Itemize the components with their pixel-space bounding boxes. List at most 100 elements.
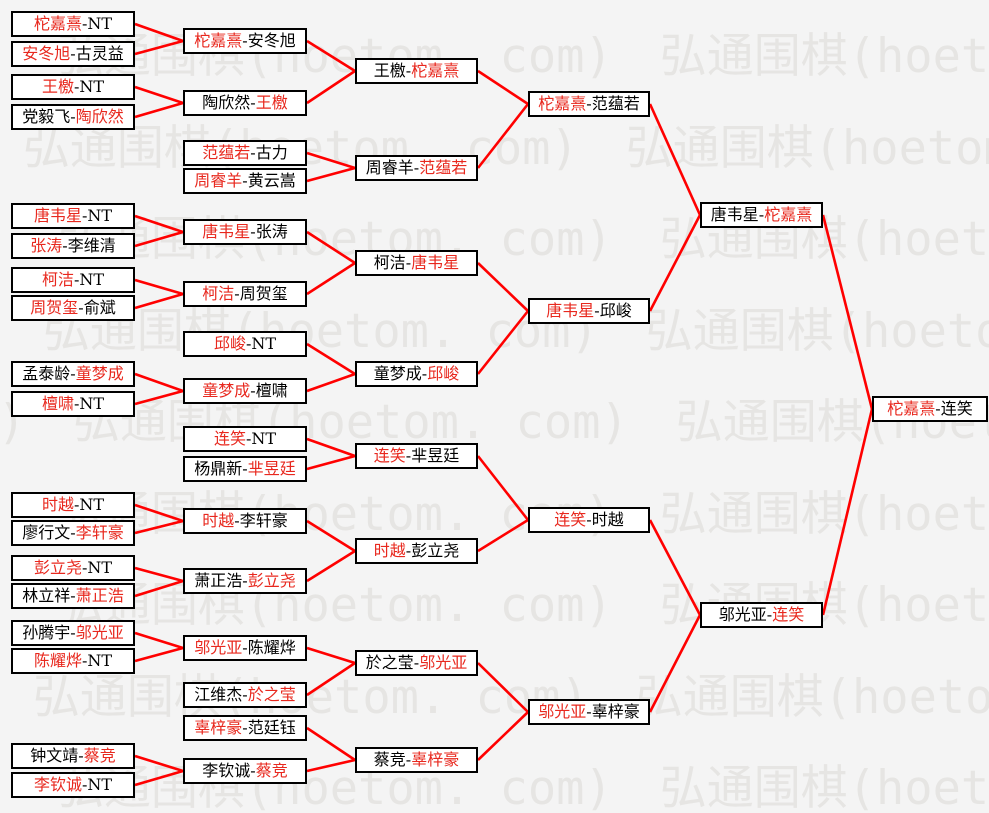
player-name-2: 陶欣然 [75, 107, 124, 126]
player-name-2: NT [87, 558, 113, 577]
match-box-a2: 安冬旭-古灵益 [11, 41, 135, 67]
match-box-b10: 杨鼎新-芈昱廷 [183, 456, 307, 482]
match-box-b14: 江维杰-於之莹 [183, 682, 307, 708]
match-box-a6: 张涛-李维清 [11, 233, 135, 259]
connector-line [134, 372, 184, 393]
player-name-2: 辜梓豪 [411, 750, 460, 769]
match-box-c8: 蔡竞-辜梓豪 [355, 747, 478, 773]
match-box-b4: 周睿羊-黄云嵩 [183, 168, 307, 194]
player-name-1: 於之莹 [365, 653, 414, 672]
separator-dash: - [70, 623, 76, 642]
separator-dash: - [242, 638, 248, 657]
match-box-c2: 周睿羊-范蕴若 [355, 155, 478, 181]
player-name-1: 檀啸 [41, 394, 74, 413]
player-name-2: 芈昱廷 [411, 446, 460, 465]
player-name-1: 周贺玺 [30, 298, 79, 317]
player-name-1: 时越 [373, 541, 406, 560]
separator-dash: - [81, 558, 88, 577]
player-name-1: 邬光亚 [194, 638, 243, 657]
separator-dash: - [73, 270, 80, 289]
connector-line [477, 711, 529, 761]
connector-line [648, 103, 702, 216]
player-name-2: 邬光亚 [419, 653, 468, 672]
separator-dash: - [62, 236, 68, 255]
match-box-c1: 王檄-柁嘉熹 [355, 58, 478, 84]
connector-line [821, 408, 874, 616]
separator-dash: - [935, 399, 941, 418]
separator-dash: - [70, 586, 76, 605]
separator-dash: - [70, 107, 76, 126]
match-box-a11: 时越-NT [11, 492, 135, 518]
player-name-1: 连笑 [373, 446, 406, 465]
player-name-1: 柁嘉熹 [887, 399, 936, 418]
separator-dash: - [73, 77, 80, 96]
player-name-1: 童梦成 [373, 364, 422, 383]
match-box-a18: 李钦诚-NT [11, 772, 135, 798]
player-name-1: 李钦诚 [202, 761, 251, 780]
match-box-b15: 辜梓豪-范廷钰 [183, 715, 307, 741]
match-box-a9: 孟泰龄-童梦成 [11, 361, 135, 387]
player-name-2: 范蕴若 [419, 158, 468, 177]
player-name-1: 林立祥 [22, 586, 71, 605]
separator-dash: - [405, 253, 412, 272]
separator-dash: - [250, 143, 256, 162]
separator-dash: - [586, 94, 592, 113]
player-name-2: NT [79, 270, 105, 289]
player-name-2: 李轩豪 [75, 523, 124, 542]
player-name-2: 范廷钰 [247, 718, 296, 737]
match-box-b6: 柯洁-周贺玺 [183, 281, 307, 307]
player-name-1: 孟泰龄 [22, 364, 71, 383]
connector-line [306, 758, 356, 773]
separator-dash: - [421, 364, 428, 383]
connector-line [134, 22, 184, 43]
separator-dash: - [242, 31, 248, 50]
separator-dash: - [413, 158, 420, 177]
player-name-2: 范蕴若 [591, 94, 640, 113]
player-name-1: 柁嘉熹 [538, 94, 587, 113]
match-box-a17: 钟文靖-蔡竞 [11, 743, 135, 769]
player-name-1: 王檄 [373, 61, 406, 80]
match-box-d3: 连笑-时越 [528, 507, 650, 533]
player-name-2: 李维清 [67, 236, 116, 255]
watermark-text: 弘通围棋(hoetom. com) 弘通围棋(hoetom. com) 弘通围棋… [23, 120, 989, 176]
player-name-1: 钟文靖 [30, 746, 79, 765]
connector-line [306, 230, 356, 265]
player-name-2: 俞斌 [83, 298, 116, 317]
connector-line [134, 579, 184, 598]
player-name-2: 连笑 [940, 399, 973, 418]
separator-dash: - [234, 511, 240, 530]
separator-dash: - [250, 222, 256, 241]
connector-line [648, 519, 702, 616]
separator-dash: - [70, 44, 76, 63]
match-box-c3: 柯洁-唐韦星 [355, 250, 478, 276]
match-box-a16: 陈耀烨-NT [11, 648, 135, 674]
player-name-1: 柯洁 [41, 270, 74, 289]
connector-line [477, 69, 529, 106]
player-name-1: 杨鼎新 [194, 459, 243, 478]
match-box-d4: 邬光亚-辜梓豪 [528, 699, 650, 725]
player-name-2: 辜梓豪 [591, 702, 640, 721]
player-name-1: 孙腾宇 [22, 623, 71, 642]
connector-line [306, 726, 356, 762]
player-name-2: 柁嘉熹 [411, 61, 460, 80]
connector-line [134, 646, 184, 663]
separator-dash: - [242, 571, 248, 590]
player-name-1: 时越 [202, 511, 235, 530]
separator-dash: - [81, 775, 88, 794]
player-name-2: NT [79, 77, 105, 96]
player-name-2: NT [87, 14, 113, 33]
match-box-a12: 廖行文-李轩豪 [11, 520, 135, 546]
match-box-f1: 柁嘉熹-连笑 [872, 396, 988, 422]
player-name-1: 唐韦星 [202, 222, 251, 241]
match-box-a4: 党毅飞-陶欣然 [11, 104, 135, 130]
player-name-2: 王檄 [255, 93, 288, 112]
connector-line [306, 261, 356, 296]
player-name-2: 蔡竞 [83, 746, 116, 765]
player-name-1: 柁嘉熹 [33, 14, 82, 33]
connector-line [476, 455, 530, 521]
connector-line [134, 631, 184, 650]
match-box-b8: 童梦成-檀啸 [183, 378, 307, 404]
connector-line [134, 292, 184, 310]
connector-line [134, 566, 184, 583]
player-name-1: 邬光亚 [718, 605, 767, 624]
